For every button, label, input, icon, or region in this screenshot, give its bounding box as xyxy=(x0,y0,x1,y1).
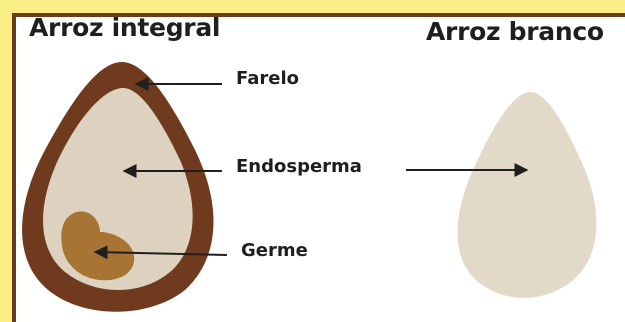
title-white-rice: Arroz branco xyxy=(426,17,604,46)
label-bran: Farelo xyxy=(236,68,299,89)
label-germ: Germe xyxy=(241,240,308,261)
white-rice-grain xyxy=(458,92,597,298)
title-brown-rice: Arroz integral xyxy=(29,13,220,42)
label-endosperm: Endosperma xyxy=(236,156,362,177)
